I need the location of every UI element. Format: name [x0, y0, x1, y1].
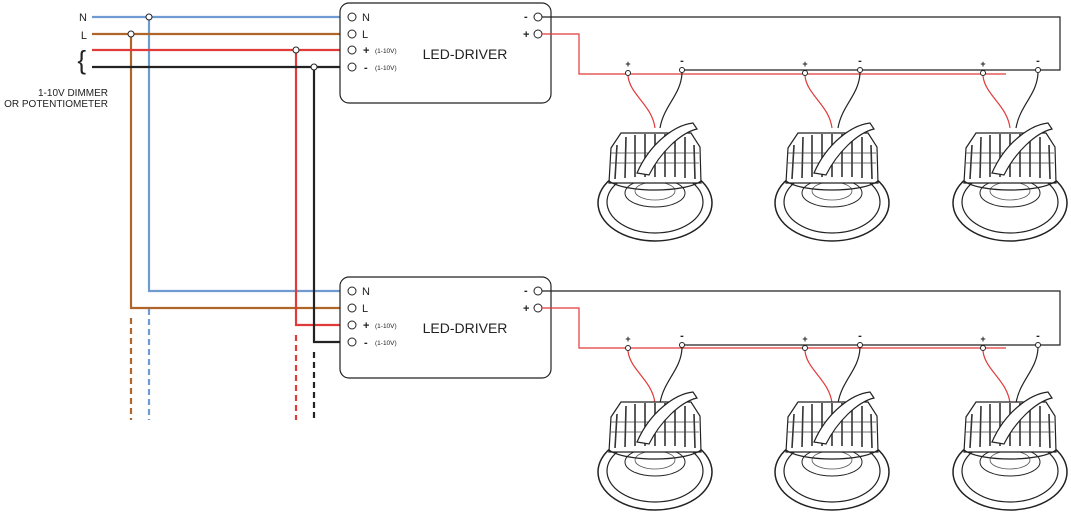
lamp-6-minus: -: [1036, 330, 1040, 342]
dim-brace: {: [77, 45, 86, 75]
driver-1-lamp-leads: [627, 72, 1039, 129]
driver-2-title: LED-DRIVER: [423, 320, 508, 336]
driver-1-n: N: [362, 12, 370, 24]
dimmer-label-line2: OR POTENTIOMETER: [4, 99, 108, 110]
led-driver-2: N L + (1-10V) - (1-10V) LED-DRIVER - +: [339, 276, 552, 379]
driver-1-out-plus-wire: [542, 33, 1006, 75]
downlight-1: [597, 122, 713, 242]
lamp-1-plus: +: [625, 59, 630, 69]
input-n-label: N: [79, 12, 87, 24]
lamp-3-plus: +: [980, 59, 985, 69]
driver-2-lamp-terminals: [625, 342, 1041, 351]
dim-plus-wire: [92, 48, 346, 420]
lamp-4-minus: -: [680, 330, 684, 342]
driver-1-minus: -: [364, 62, 368, 74]
driver-2-out-minus: -: [524, 285, 528, 297]
driver-1-minus-range: (1-10V): [375, 65, 397, 72]
junction-dots: [127, 13, 318, 71]
neutral-wire: [92, 15, 346, 420]
driver-2-minus-range: (1-10V): [375, 340, 397, 347]
driver-2-plus-range: (1-10V): [375, 323, 397, 330]
dimmer-label-line1: 1-10V DIMMER: [38, 88, 108, 99]
driver-1-out-plus: +: [523, 29, 529, 41]
dim-minus-wire: [92, 65, 346, 420]
driver-1-lamp-terminal-labels: + - + - + -: [625, 55, 1040, 69]
lamp-2-plus: +: [802, 59, 807, 69]
lamp-6-plus: +: [980, 334, 985, 344]
driver-2-l: L: [362, 303, 368, 315]
led-driver-1: N L + (1-10V) - (1-10V) LED-DRIVER - +: [339, 2, 552, 104]
driver-2-n: N: [362, 286, 370, 298]
downlight-3: [952, 122, 1068, 242]
lamp-3-minus: -: [1036, 55, 1040, 67]
downlight-4: [597, 391, 713, 511]
downlight-6: [952, 391, 1068, 511]
lamp-1-minus: -: [680, 55, 684, 67]
driver-2-lamp-leads: [627, 347, 1039, 404]
lamp-5-minus: -: [858, 330, 862, 342]
driver-2-out-minus-wire: [542, 290, 1061, 346]
lamp-5-plus: +: [802, 334, 807, 344]
driver-2-out-plus: +: [523, 303, 529, 315]
driver-1-out-minus-wire: [542, 16, 1061, 71]
lamp-4-plus: +: [625, 334, 630, 344]
driver-2-plus: +: [363, 320, 369, 332]
driver-1-l: L: [362, 29, 368, 41]
downlight-2: [774, 122, 890, 242]
lamp-2-minus: -: [858, 55, 862, 67]
driver-1-plus-range: (1-10V): [375, 48, 397, 55]
driver-1-title: LED-DRIVER: [423, 46, 508, 62]
driver-1-plus: +: [363, 45, 369, 57]
input-l-label: L: [81, 30, 87, 42]
driver-1-out-minus: -: [524, 11, 528, 23]
driver-2-out-plus-wire: [542, 307, 1006, 349]
driver-2-lamp-terminal-labels: + - + - + -: [625, 330, 1040, 344]
downlight-5: [774, 391, 890, 511]
driver-2-minus: -: [364, 337, 368, 349]
driver-1-lamp-terminals: [625, 67, 1041, 76]
live-wire: [92, 32, 346, 420]
